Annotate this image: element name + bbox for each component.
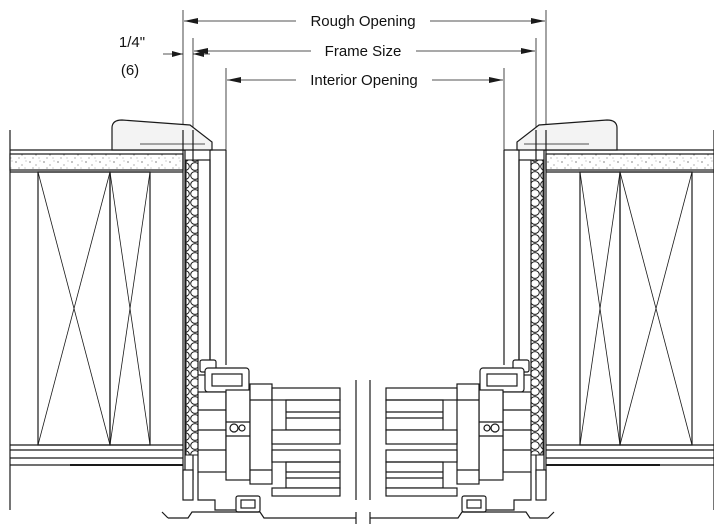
right-foam-insulation bbox=[530, 159, 544, 456]
left-frame-profile bbox=[161, 359, 300, 519]
right-frame-profile bbox=[420, 359, 555, 519]
frame-size-dimension bbox=[194, 48, 535, 54]
right-casing-trim bbox=[516, 119, 618, 151]
left-drywall bbox=[9, 153, 184, 171]
rough-opening-dimension bbox=[184, 18, 545, 24]
rough-opening-label: Rough Opening bbox=[310, 13, 415, 30]
left-wall-section bbox=[9, 119, 227, 510]
dimension-lines: Rough Opening Frame Size Interior Openin… bbox=[119, 10, 547, 150]
gap-metric-label: (6) bbox=[121, 62, 139, 79]
right-drywall bbox=[545, 153, 714, 171]
interior-opening-label: Interior Opening bbox=[310, 72, 418, 89]
interior-opening-dimension bbox=[227, 77, 503, 83]
left-foam-insulation bbox=[185, 159, 199, 456]
sash-glazing bbox=[271, 380, 458, 524]
right-wall-section bbox=[503, 119, 714, 510]
frame-size-label: Frame Size bbox=[325, 43, 402, 60]
left-casing-trim bbox=[111, 119, 213, 151]
gap-dimension bbox=[163, 51, 210, 57]
gap-fraction-label: 1/4" bbox=[119, 34, 145, 51]
